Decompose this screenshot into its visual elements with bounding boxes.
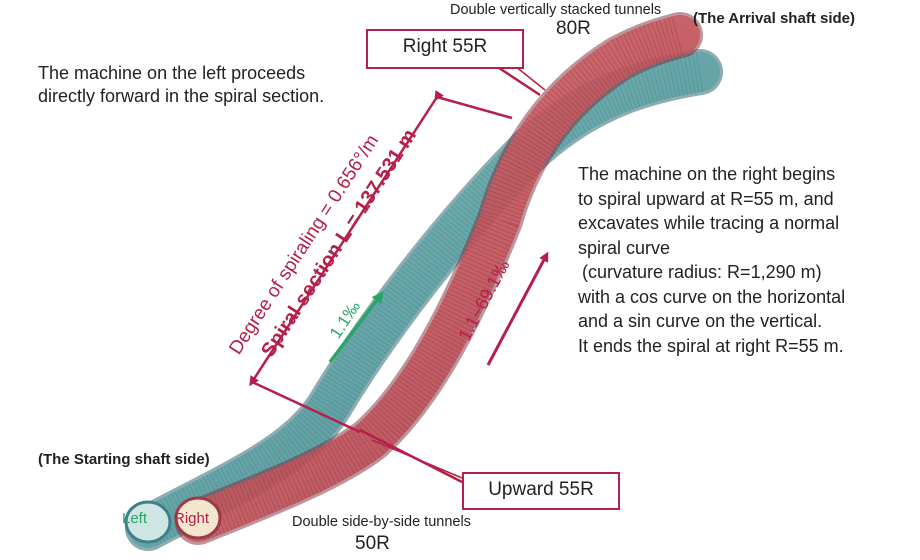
right-note-line: excavates while tracing a normal xyxy=(578,213,840,233)
left-note-line: The machine on the left proceeds xyxy=(38,63,306,83)
left-gradient-arrow xyxy=(328,291,384,364)
left-tunnel-label: Left xyxy=(122,510,148,527)
right-note-line: It ends the spiral at right R=55 m. xyxy=(578,335,844,356)
start-tunnels-label: Double side-by-side tunnels xyxy=(292,514,471,530)
spiral-dimension-line xyxy=(249,90,444,387)
right-note-line: spiral curve xyxy=(578,237,671,258)
right-note-line: to spiral upward at R=55 m, and xyxy=(578,188,834,209)
right-tunnel-label: Right xyxy=(174,510,210,527)
left-tunnel-mouth xyxy=(124,500,172,544)
right-note-line: with a cos curve on the horizontal xyxy=(578,286,846,307)
left-machine-note: The machine on the left proceeds directl… xyxy=(38,62,324,108)
right-tunnel-mouth xyxy=(174,496,222,540)
start-radius-label: 50R xyxy=(355,533,390,554)
right-machine-note: The machine on the right begins to spira… xyxy=(578,162,845,358)
starting-side-label: (The Starting shaft side) xyxy=(38,451,210,468)
right-note-line: The machine on the right begins xyxy=(578,164,836,184)
spiral-extension-top xyxy=(436,95,513,120)
upward55-callout: Upward 55R xyxy=(462,472,620,510)
right-note-line: (curvature radius: R=1,290 m) xyxy=(582,262,822,282)
spiral-extension-bottom xyxy=(251,380,361,434)
arrival-side-label: (The Arrival shaft side) xyxy=(693,10,855,27)
left-note-line: directly forward in the spiral section. xyxy=(38,86,325,106)
right55-callout: Right 55R xyxy=(366,29,524,69)
arrival-radius-label: 80R xyxy=(556,18,591,39)
arrival-tunnels-label: Double vertically stacked tunnels xyxy=(450,2,662,18)
right-gradient-arrow xyxy=(486,251,549,366)
right-note-line: and a sin curve on the vertical. xyxy=(578,311,823,331)
